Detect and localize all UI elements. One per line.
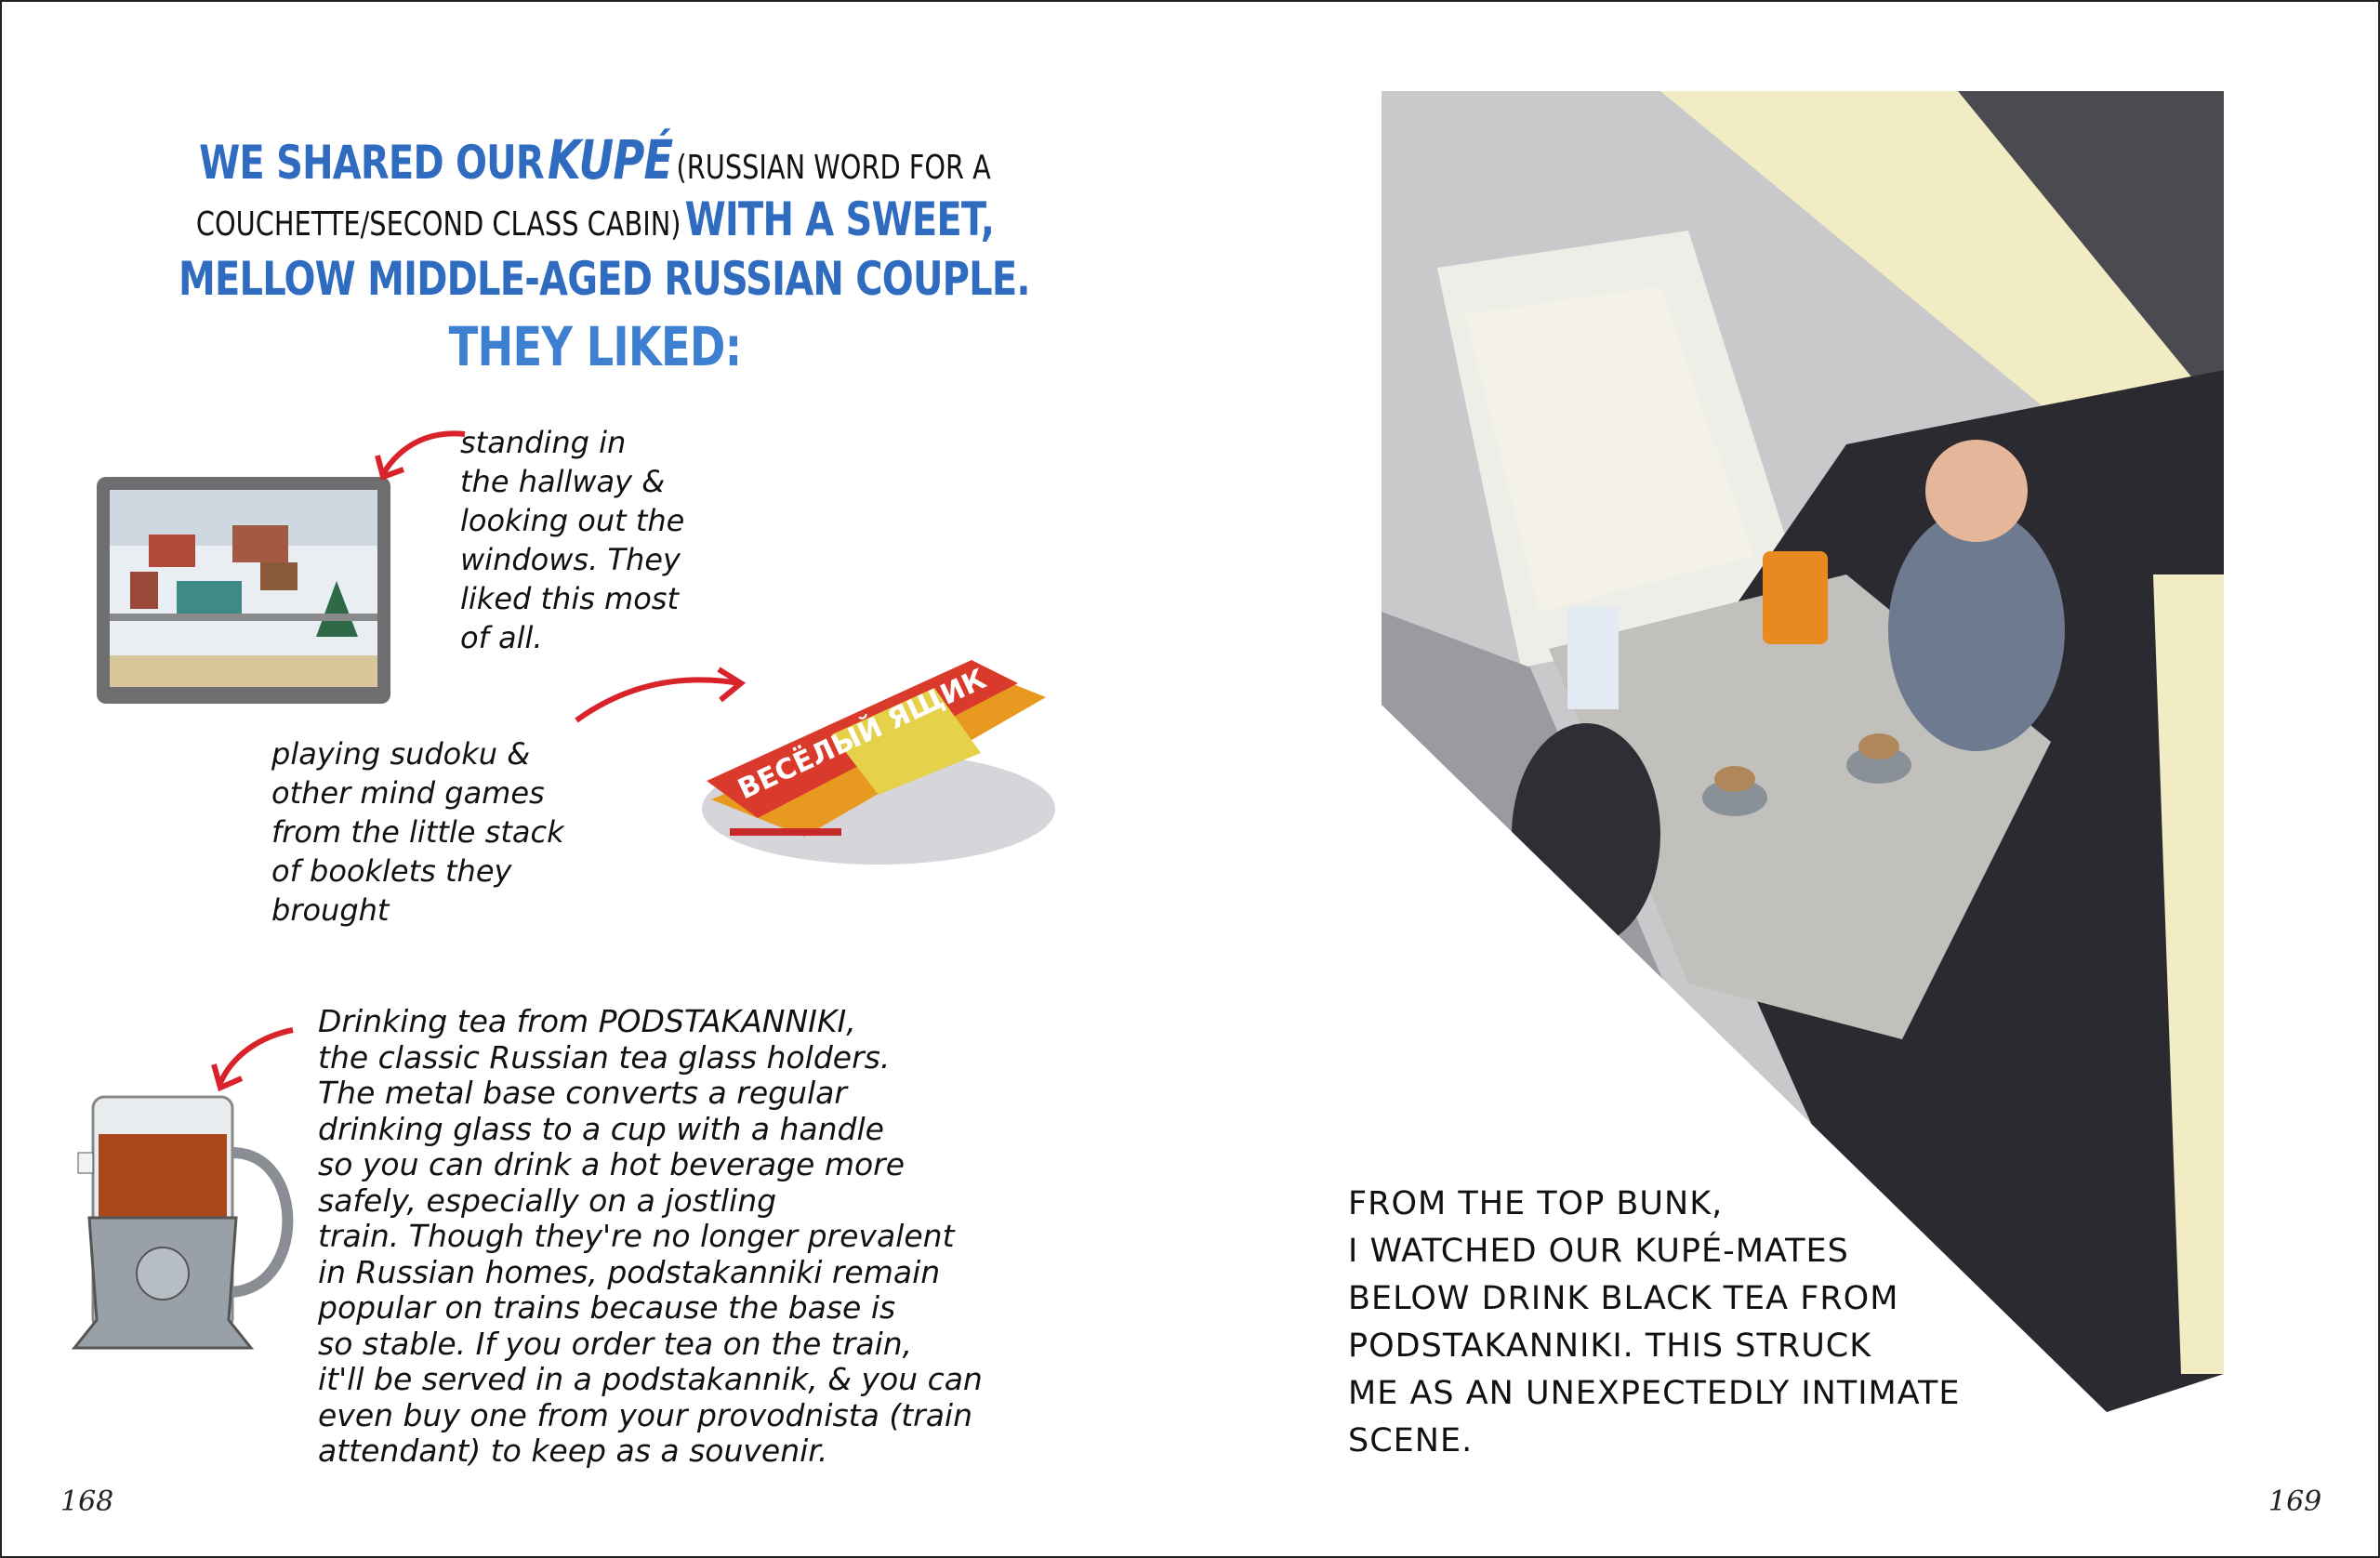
item-window-text: standing in the hallway & looking out th… — [460, 425, 685, 655]
heading-kupe: KUPÉ — [547, 128, 673, 191]
heading-bold: MELLOW MIDDLE-AGED RUSSIAN COUPLE. — [178, 252, 1031, 306]
heading-line: WE SHARED OUR KUPÉ (RUSSIAN WORD FOR A — [178, 130, 1012, 190]
right-caption: FROM THE TOP BUNK, I WATCHED OUR KUPÉ-MA… — [1348, 1185, 1961, 1459]
booklet-illustration: ВЕСЁЛЫЙ ЯЩИК — [702, 660, 1055, 865]
red-arrow-icon — [375, 430, 466, 481]
heading-bold: WE SHARED OUR — [199, 136, 545, 190]
kupe-scene-illustration — [1382, 91, 2224, 1412]
heading-they-liked: THEY LIKED: — [448, 315, 742, 378]
page-number-right: 169 — [2268, 1485, 2322, 1518]
item-tea-text: Drinking tea from PODSTAKANNIKI, the cla… — [318, 1003, 983, 1469]
heading-plain: COUCHETTE/SECOND CLASS CABIN) — [195, 205, 681, 244]
heading-line: MELLOW MIDDLE-AGED RUSSIAN COUPLE. — [178, 249, 1031, 309]
tea-glass-illustration — [71, 1095, 294, 1350]
heading: WE SHARED OUR KUPÉ (RUSSIAN WORD FOR A C… — [74, 130, 1116, 379]
window-illustration — [97, 477, 390, 704]
heading-line: COUCHETTE/SECOND CLASS CABIN) WITH A SWE… — [178, 190, 1012, 249]
item-sudoku-text: playing sudoku & other mind games from t… — [271, 736, 564, 928]
heading-line: THEY LIKED: — [178, 314, 1012, 379]
red-arrow-icon — [211, 1027, 294, 1092]
heading-plain: (RUSSIAN WORD FOR A — [676, 149, 991, 187]
page-number-left: 168 — [60, 1485, 114, 1518]
heading-bold: WITH A SWEET, — [684, 192, 995, 246]
red-arrow-icon — [575, 667, 747, 723]
